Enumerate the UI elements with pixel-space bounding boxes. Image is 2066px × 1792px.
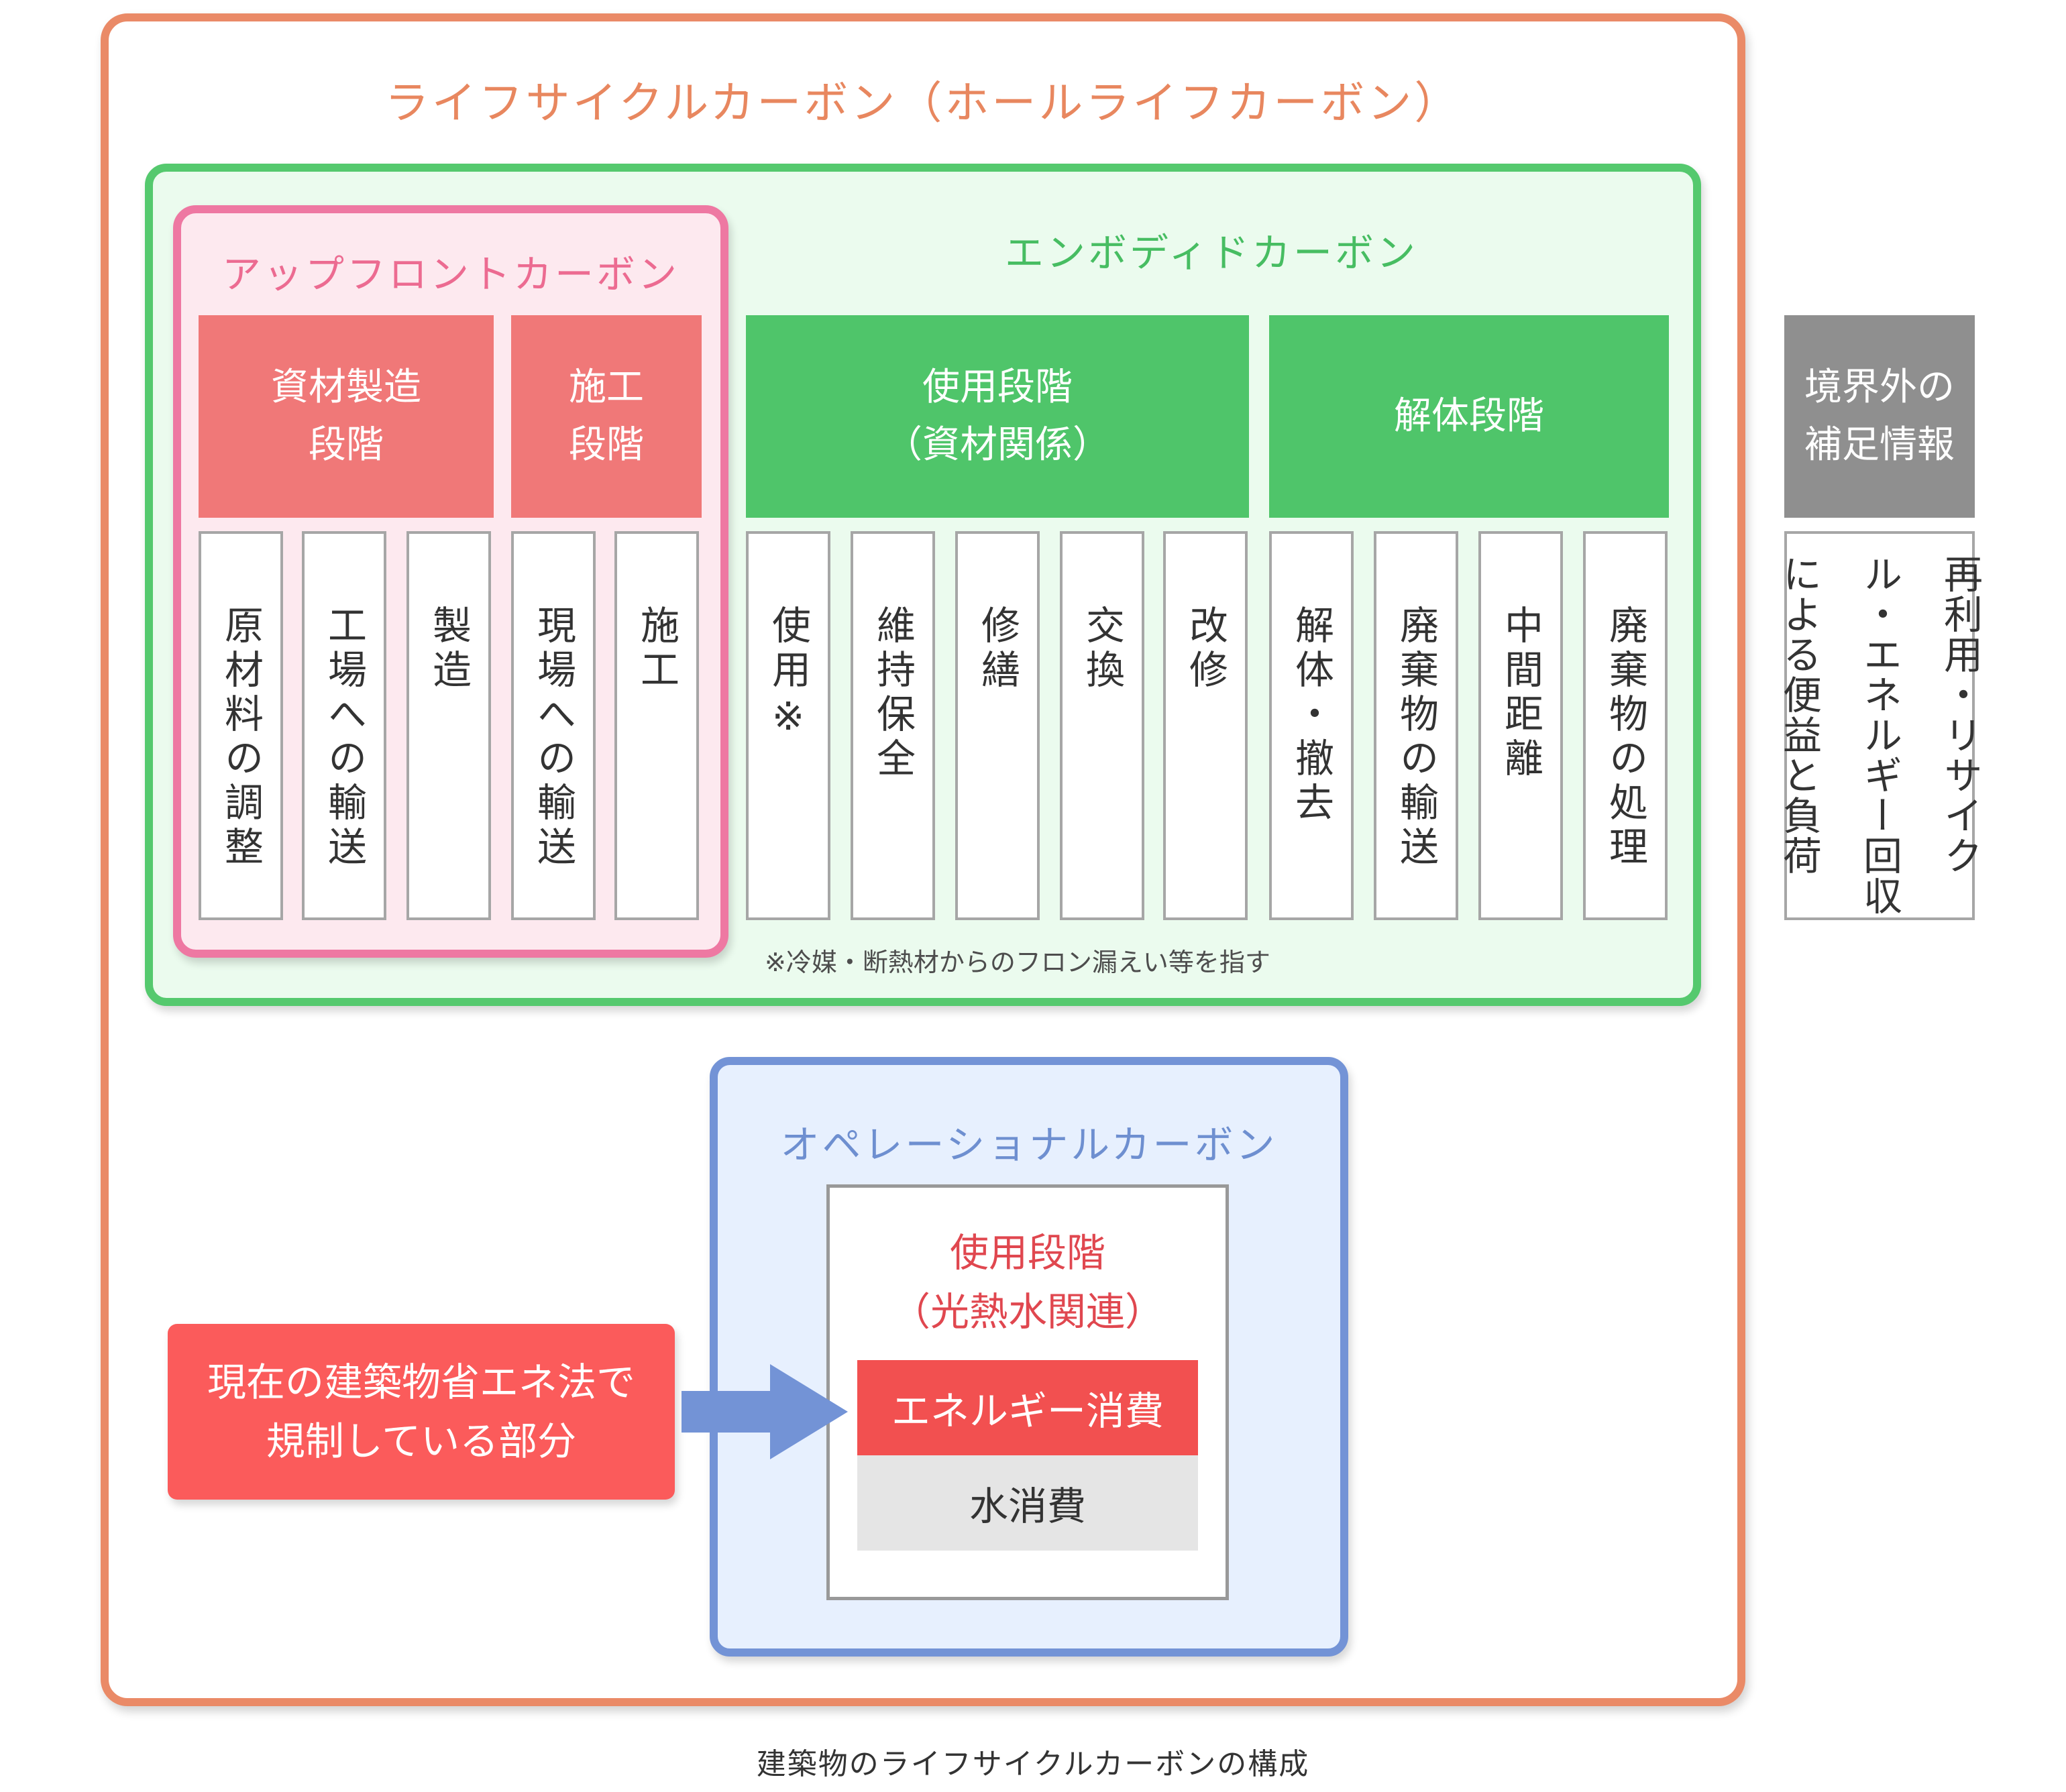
item-label: 修繕 bbox=[975, 605, 1020, 693]
item-label: 施工 bbox=[634, 605, 679, 693]
item-transport-to-site: 現場への輸送 bbox=[511, 531, 596, 920]
item-waste-treatment: 廃棄物の処理 bbox=[1583, 531, 1668, 920]
operational-use-stage-label: 使用段階 （光熱水関連） bbox=[891, 1230, 1164, 1335]
lifecycle-carbon-title: ライフサイクルカーボン（ホールライフカーボン） bbox=[384, 77, 1462, 129]
operational-carbon-title: オペレーショナルカーボン bbox=[780, 1122, 1278, 1168]
item-label: 原材料の調整 bbox=[218, 605, 264, 871]
item-label: 改修 bbox=[1183, 605, 1228, 693]
item-replacement: 交換 bbox=[1060, 531, 1144, 920]
footnote: ※冷媒・断熱材からのフロン漏えい等を指す bbox=[765, 948, 1270, 977]
stage-construction: 施工 段階 bbox=[511, 315, 702, 518]
item-label: 現場への輸送 bbox=[531, 605, 576, 871]
item-manufacturing: 製造 bbox=[406, 531, 491, 920]
energy-consumption-bar: エネルギー消費 bbox=[857, 1360, 1198, 1455]
item-label: 解体・撤去 bbox=[1289, 605, 1334, 826]
upfront-carbon-title: アップフロントカーボン bbox=[221, 251, 679, 297]
item-raw-material-adjustment: 原材料の調整 bbox=[199, 531, 283, 920]
item-waste-transport: 廃棄物の輸送 bbox=[1374, 531, 1458, 920]
item-maintenance: 維持保全 bbox=[851, 531, 935, 920]
item-use: 使用※ bbox=[746, 531, 830, 920]
item-construction-work: 施工 bbox=[614, 531, 699, 920]
item-label: 廃棄物の輸送 bbox=[1393, 605, 1439, 871]
stage-external-info: 境界外の 補足情報 bbox=[1784, 315, 1975, 518]
item-label: 工場への輸送 bbox=[321, 605, 367, 871]
item-renovation: 改修 bbox=[1163, 531, 1248, 920]
embodied-carbon-title: エンボディドカーボン bbox=[1005, 230, 1418, 276]
item-label: 再利用・リサイクル・エネルギー回収による便益と負荷 bbox=[1776, 554, 1983, 916]
figure-caption: 建築物のライフサイクルカーボンの構成 bbox=[756, 1747, 1310, 1781]
stage-materials-manufacturing: 資材製造 段階 bbox=[199, 315, 494, 518]
item-demolition-removal: 解体・撤去 bbox=[1269, 531, 1354, 920]
item-label: 使用※ bbox=[765, 605, 811, 744]
regulation-scope-box: 現在の建築物省エネ法で 規制している部分 bbox=[168, 1324, 675, 1500]
item-label: 中間距離 bbox=[1498, 605, 1543, 782]
item-label: 交換 bbox=[1079, 605, 1125, 693]
item-label: 維持保全 bbox=[870, 605, 916, 782]
arrow-right-icon bbox=[682, 1364, 848, 1459]
item-repair: 修繕 bbox=[955, 531, 1040, 920]
stage-use-materials: 使用段階 （資材関係） bbox=[746, 315, 1249, 518]
stage-demolition: 解体段階 bbox=[1269, 315, 1669, 518]
item-intermediate-distance: 中間距離 bbox=[1478, 531, 1563, 920]
item-transport-to-factory: 工場への輸送 bbox=[302, 531, 386, 920]
item-label: 製造 bbox=[426, 605, 472, 693]
item-label: 廃棄物の処理 bbox=[1602, 605, 1648, 871]
item-external-benefits: 再利用・リサイクル・エネルギー回収による便益と負荷 bbox=[1776, 531, 1983, 920]
water-consumption-bar: 水消費 bbox=[857, 1455, 1198, 1551]
